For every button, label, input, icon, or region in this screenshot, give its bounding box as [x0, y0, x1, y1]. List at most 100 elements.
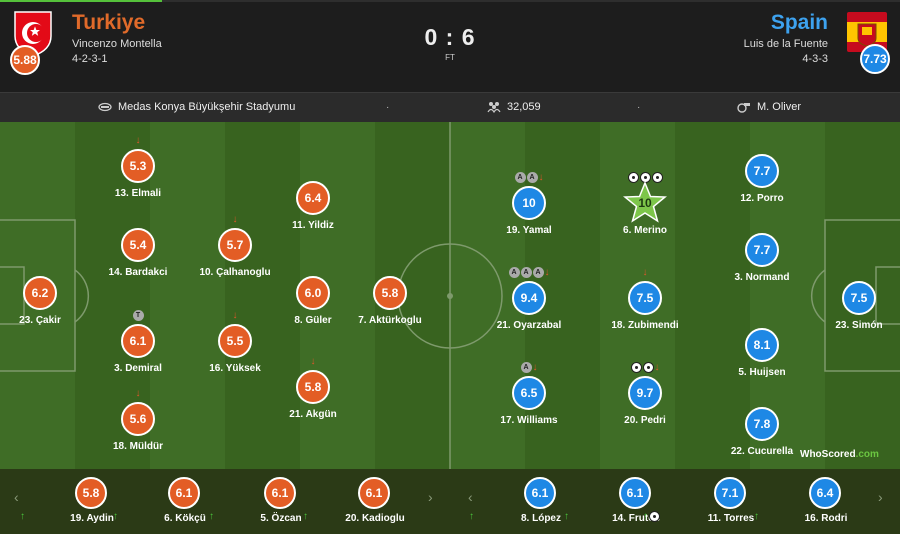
match-progress-bar: [0, 0, 900, 2]
match-info-bar: Medas Konya Büyükşehir Stadyumu · 32,059…: [0, 92, 900, 122]
player-name: 5. Huijsen: [738, 367, 786, 378]
player-name: 16. Yüksek: [209, 363, 261, 374]
player-rating: 5.6: [121, 402, 155, 436]
sub-in-icon: ↑: [754, 511, 759, 522]
player-rating: 7.5: [842, 281, 876, 315]
player-name: 8. Güler: [294, 315, 332, 326]
away-team-rating: 7.73: [860, 44, 890, 74]
player-rating: 7.7: [745, 233, 779, 267]
player-name: 16. Rodri: [804, 513, 848, 524]
separator-dot: ·: [386, 102, 390, 113]
player-rating: 7.7: [745, 154, 779, 188]
sub-in-icon: ↑: [20, 511, 25, 522]
away-team-name[interactable]: Spain: [770, 11, 828, 34]
player-name: 14. Frutos: [612, 513, 660, 524]
player-name: 21. Oyarzabal: [496, 320, 562, 331]
assist-icon: A: [514, 171, 526, 183]
sub-out-icon: ↓: [232, 213, 238, 225]
player-events: A A ↓: [469, 171, 589, 183]
assist-icon: A: [532, 266, 544, 278]
sub-in-icon: ↑: [469, 511, 474, 522]
player-events: ↓: [175, 213, 295, 225]
player-events: A ↓: [469, 361, 589, 373]
player-rating: 6.1: [358, 477, 390, 509]
away-manager: Luis de la Fuente: [743, 38, 828, 50]
goal-icon: [642, 361, 654, 373]
sub-out-icon: ↓: [538, 171, 544, 183]
player-name: 6. Merino: [623, 225, 667, 236]
event-badge: T: [132, 309, 144, 321]
player-name: 20. Pedri: [624, 415, 666, 426]
sub-in-icon: ↑: [113, 511, 118, 522]
substitutes-bench: ‹ › ‹ › 5.8 ↑ 19. Aydin 6.1 ↑ 6. Kökçü 6…: [0, 469, 900, 534]
goal-icon: [630, 361, 642, 373]
player-name: 10. Çalhanoglu: [199, 267, 271, 278]
player-rating: 7.1: [714, 477, 746, 509]
sub-out-icon: ↓: [310, 355, 316, 367]
player-name: 11. Yildiz: [292, 220, 334, 231]
match-header: 5.88 Turkiye Vincenzo Montella 4-2-3-1 0…: [0, 0, 900, 92]
sub-out-icon: ↓: [642, 266, 648, 278]
player-rating: 9.4: [512, 281, 546, 315]
player-rating: 6.1: [619, 477, 651, 509]
goal-icon: [651, 171, 663, 183]
sub-out-icon: ↓: [544, 266, 550, 278]
whoscored-logo: WhoScored.com: [800, 449, 879, 460]
home-manager: Vincenzo Montella: [72, 38, 162, 50]
player-events: ↓: [175, 309, 295, 321]
player-rating: 5.8: [296, 370, 330, 404]
sub-in-icon: ↑: [303, 511, 308, 522]
player-name: 3. Demiral: [114, 363, 162, 374]
player-rating: 7.5: [628, 281, 662, 315]
stadium-info: Medas Konya Büyükşehir Stadyumu: [98, 101, 295, 113]
player-name: 19. Yamal: [506, 225, 552, 236]
home-subs-prev-button[interactable]: ‹: [14, 489, 19, 505]
player-rating: 6.1: [168, 477, 200, 509]
player-rating: 5.8: [75, 477, 107, 509]
referee-name: M. Oliver: [757, 101, 801, 113]
player-rating: 6.1: [264, 477, 296, 509]
away-subs-prev-button[interactable]: ‹: [468, 489, 473, 505]
assist-icon: A: [508, 266, 520, 278]
player-rating: 6.1: [524, 477, 556, 509]
player-rating: 5.8: [373, 276, 407, 310]
player-name: 22. Cucurella: [730, 446, 794, 457]
goal-icon: [627, 171, 639, 183]
player-name: 11. Torres: [707, 513, 755, 524]
separator-dot: ·: [637, 102, 641, 113]
home-team-name[interactable]: Turkiye: [72, 11, 146, 34]
player-events: ↓: [78, 387, 198, 399]
player-rating: 5.5: [218, 324, 252, 358]
assist-icon: A: [520, 266, 532, 278]
home-formation: 4-2-3-1: [72, 53, 108, 65]
away-formation: 4-3-3: [802, 53, 828, 65]
player-name: 18. Müldür: [112, 441, 163, 452]
man-of-the-match-star-icon: [623, 181, 667, 223]
sub-out-icon: ↓: [135, 134, 141, 146]
stadium-name: Medas Konya Büyükşehir Stadyumu: [118, 101, 296, 113]
whistle-icon: [737, 103, 750, 113]
player-rating: 7.8: [745, 407, 779, 441]
player-rating: 6.0: [296, 276, 330, 310]
sub-out-icon: ↓: [532, 361, 538, 373]
referee-info: M. Oliver: [737, 101, 801, 113]
player-rating: 10: [512, 186, 546, 220]
attendance-value: 32,059: [507, 101, 541, 113]
player-rating: 6.2: [23, 276, 57, 310]
player-name: 3. Normand: [734, 272, 790, 283]
player-events: ↓: [585, 266, 705, 278]
player-events: ↓: [585, 361, 705, 373]
player-name: 5. Özcan: [260, 513, 302, 524]
player-name: 13. Elmali: [114, 188, 162, 199]
player-rating: 5.7: [218, 228, 252, 262]
whoscored-name: WhoScored: [800, 449, 856, 460]
away-subs-next-button[interactable]: ›: [878, 489, 883, 505]
player-rating: 9.7: [628, 376, 662, 410]
attendance-info: 32,059: [487, 101, 541, 113]
home-subs-next-button[interactable]: ›: [428, 489, 433, 505]
sub-in-goal-events: ↑: [643, 511, 660, 522]
player-rating: 6.5: [512, 376, 546, 410]
player-rating: 6.4: [296, 181, 330, 215]
pitch: ↓ 5.3 13. Elmali 6.4 11. Yildiz 5.4 14. …: [0, 122, 900, 469]
sub-in-icon: ↑: [564, 511, 569, 522]
